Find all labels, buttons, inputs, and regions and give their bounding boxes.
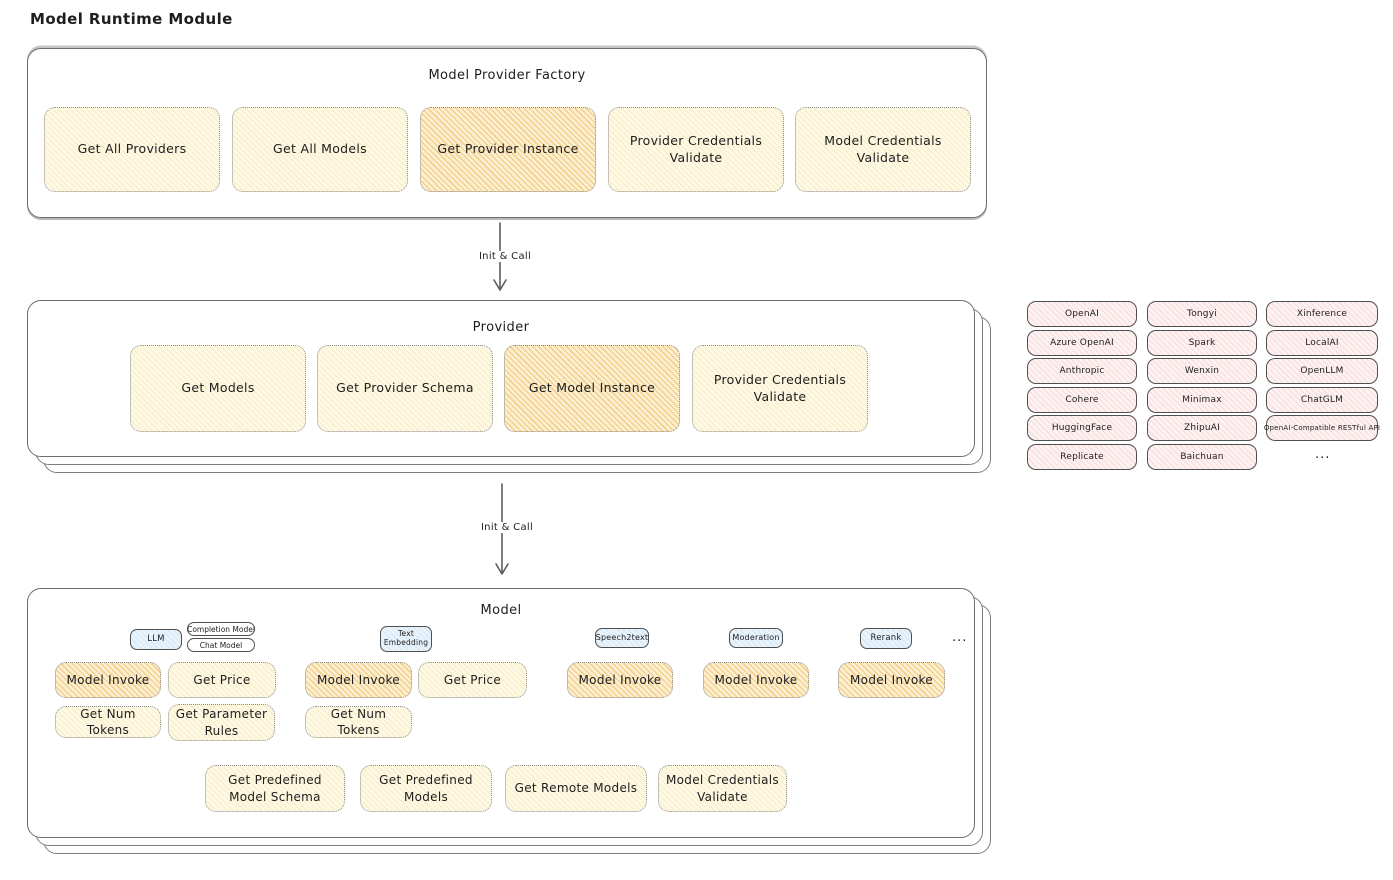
types-more-ellipsis: ...	[952, 630, 968, 645]
provider-chip-spark[interactable]: Spark	[1147, 330, 1257, 356]
factory-title: Model Provider Factory	[428, 68, 586, 83]
model-invoke-llm-button[interactable]: Model Invoke	[55, 662, 161, 698]
init-call-label-2: Init & Call	[464, 522, 550, 533]
model-invoke-embedding-button[interactable]: Model Invoke	[305, 662, 412, 698]
providers-chip-grid: OpenAI Azure OpenAI Anthropic Cohere Hug…	[1027, 301, 1380, 471]
get-provider-schema-button[interactable]: Get Provider Schema	[317, 345, 493, 432]
provider-chip-chatglm[interactable]: ChatGLM	[1266, 387, 1378, 413]
provider-chip-anthropic[interactable]: Anthropic	[1027, 358, 1137, 384]
provider-chip-openllm[interactable]: OpenLLM	[1266, 358, 1378, 384]
provider-chip-replicate[interactable]: Replicate	[1027, 444, 1137, 470]
provider-chip-baichuan[interactable]: Baichuan	[1147, 444, 1257, 470]
get-all-providers-button[interactable]: Get All Providers	[44, 107, 220, 192]
get-num-tokens-llm-button[interactable]: Get Num Tokens	[55, 706, 161, 738]
provider-chip-localai[interactable]: LocalAI	[1266, 330, 1378, 356]
provider-chip-cohere[interactable]: Cohere	[1027, 387, 1137, 413]
get-provider-instance-button[interactable]: Get Provider Instance	[420, 107, 596, 192]
factory-group: Model Provider Factory Get All Providers…	[27, 48, 987, 218]
provider-chip-xinference[interactable]: Xinference	[1266, 301, 1378, 327]
get-parameter-rules-button[interactable]: Get Parameter Rules	[168, 704, 275, 741]
provider-chip-minimax[interactable]: Minimax	[1147, 387, 1257, 413]
model-group: Model LLM Completion Model Chat Model Te…	[27, 588, 991, 854]
tag-chat-model[interactable]: Chat Model	[187, 638, 255, 652]
provider-credentials-validate-button-2[interactable]: Provider Credentials Validate	[692, 345, 868, 432]
get-price-embedding-button[interactable]: Get Price	[418, 662, 527, 698]
tag-completion-model[interactable]: Completion Model	[187, 622, 255, 636]
get-predefined-model-schema-button[interactable]: Get Predefined Model Schema	[205, 765, 345, 812]
provider-chip-wenxin[interactable]: Wenxin	[1147, 358, 1257, 384]
provider-chip-zhipuai[interactable]: ZhipuAI	[1147, 415, 1257, 441]
model-invoke-moderation-button[interactable]: Model Invoke	[703, 662, 809, 698]
model-credentials-validate-button[interactable]: Model Credentials Validate	[795, 107, 971, 192]
provider-chip-azure-openai[interactable]: Azure OpenAI	[1027, 330, 1137, 356]
provider-title: Provider	[472, 320, 530, 335]
provider-chip-openai-compatible[interactable]: OpenAI-Compatible RESTful API	[1264, 415, 1380, 441]
providers-more-ellipsis: ...	[1315, 447, 1331, 462]
get-num-tokens-embedding-button[interactable]: Get Num Tokens	[305, 706, 412, 738]
provider-chip-tongyi[interactable]: Tongyi	[1147, 301, 1257, 327]
tag-llm[interactable]: LLM	[130, 629, 182, 650]
tag-moderation[interactable]: Moderation	[729, 628, 783, 648]
provider-credentials-validate-button[interactable]: Provider Credentials Validate	[608, 107, 784, 192]
model-invoke-rerank-button[interactable]: Model Invoke	[838, 662, 945, 698]
provider-group: Provider Get Models Get Provider Schema …	[27, 300, 991, 473]
get-remote-models-button[interactable]: Get Remote Models	[505, 765, 647, 812]
provider-chip-huggingface[interactable]: HuggingFace	[1027, 415, 1137, 441]
tag-speech2text[interactable]: Speech2text	[595, 628, 649, 648]
get-models-button[interactable]: Get Models	[130, 345, 306, 432]
provider-chip-openai[interactable]: OpenAI	[1027, 301, 1137, 327]
get-all-models-button[interactable]: Get All Models	[232, 107, 408, 192]
init-call-label-1: Init & Call	[462, 251, 548, 262]
model-credentials-validate-button-2[interactable]: Model Credentials Validate	[658, 765, 787, 812]
model-title: Model	[480, 603, 522, 618]
tag-text-embedding[interactable]: Text Embedding	[380, 626, 432, 652]
model-invoke-speech2text-button[interactable]: Model Invoke	[567, 662, 673, 698]
get-price-llm-button[interactable]: Get Price	[168, 662, 276, 698]
page-title: Model Runtime Module	[30, 10, 233, 28]
tag-rerank[interactable]: Rerank	[860, 628, 912, 649]
get-model-instance-button[interactable]: Get Model Instance	[504, 345, 680, 432]
get-predefined-models-button[interactable]: Get Predefined Models	[360, 765, 492, 812]
